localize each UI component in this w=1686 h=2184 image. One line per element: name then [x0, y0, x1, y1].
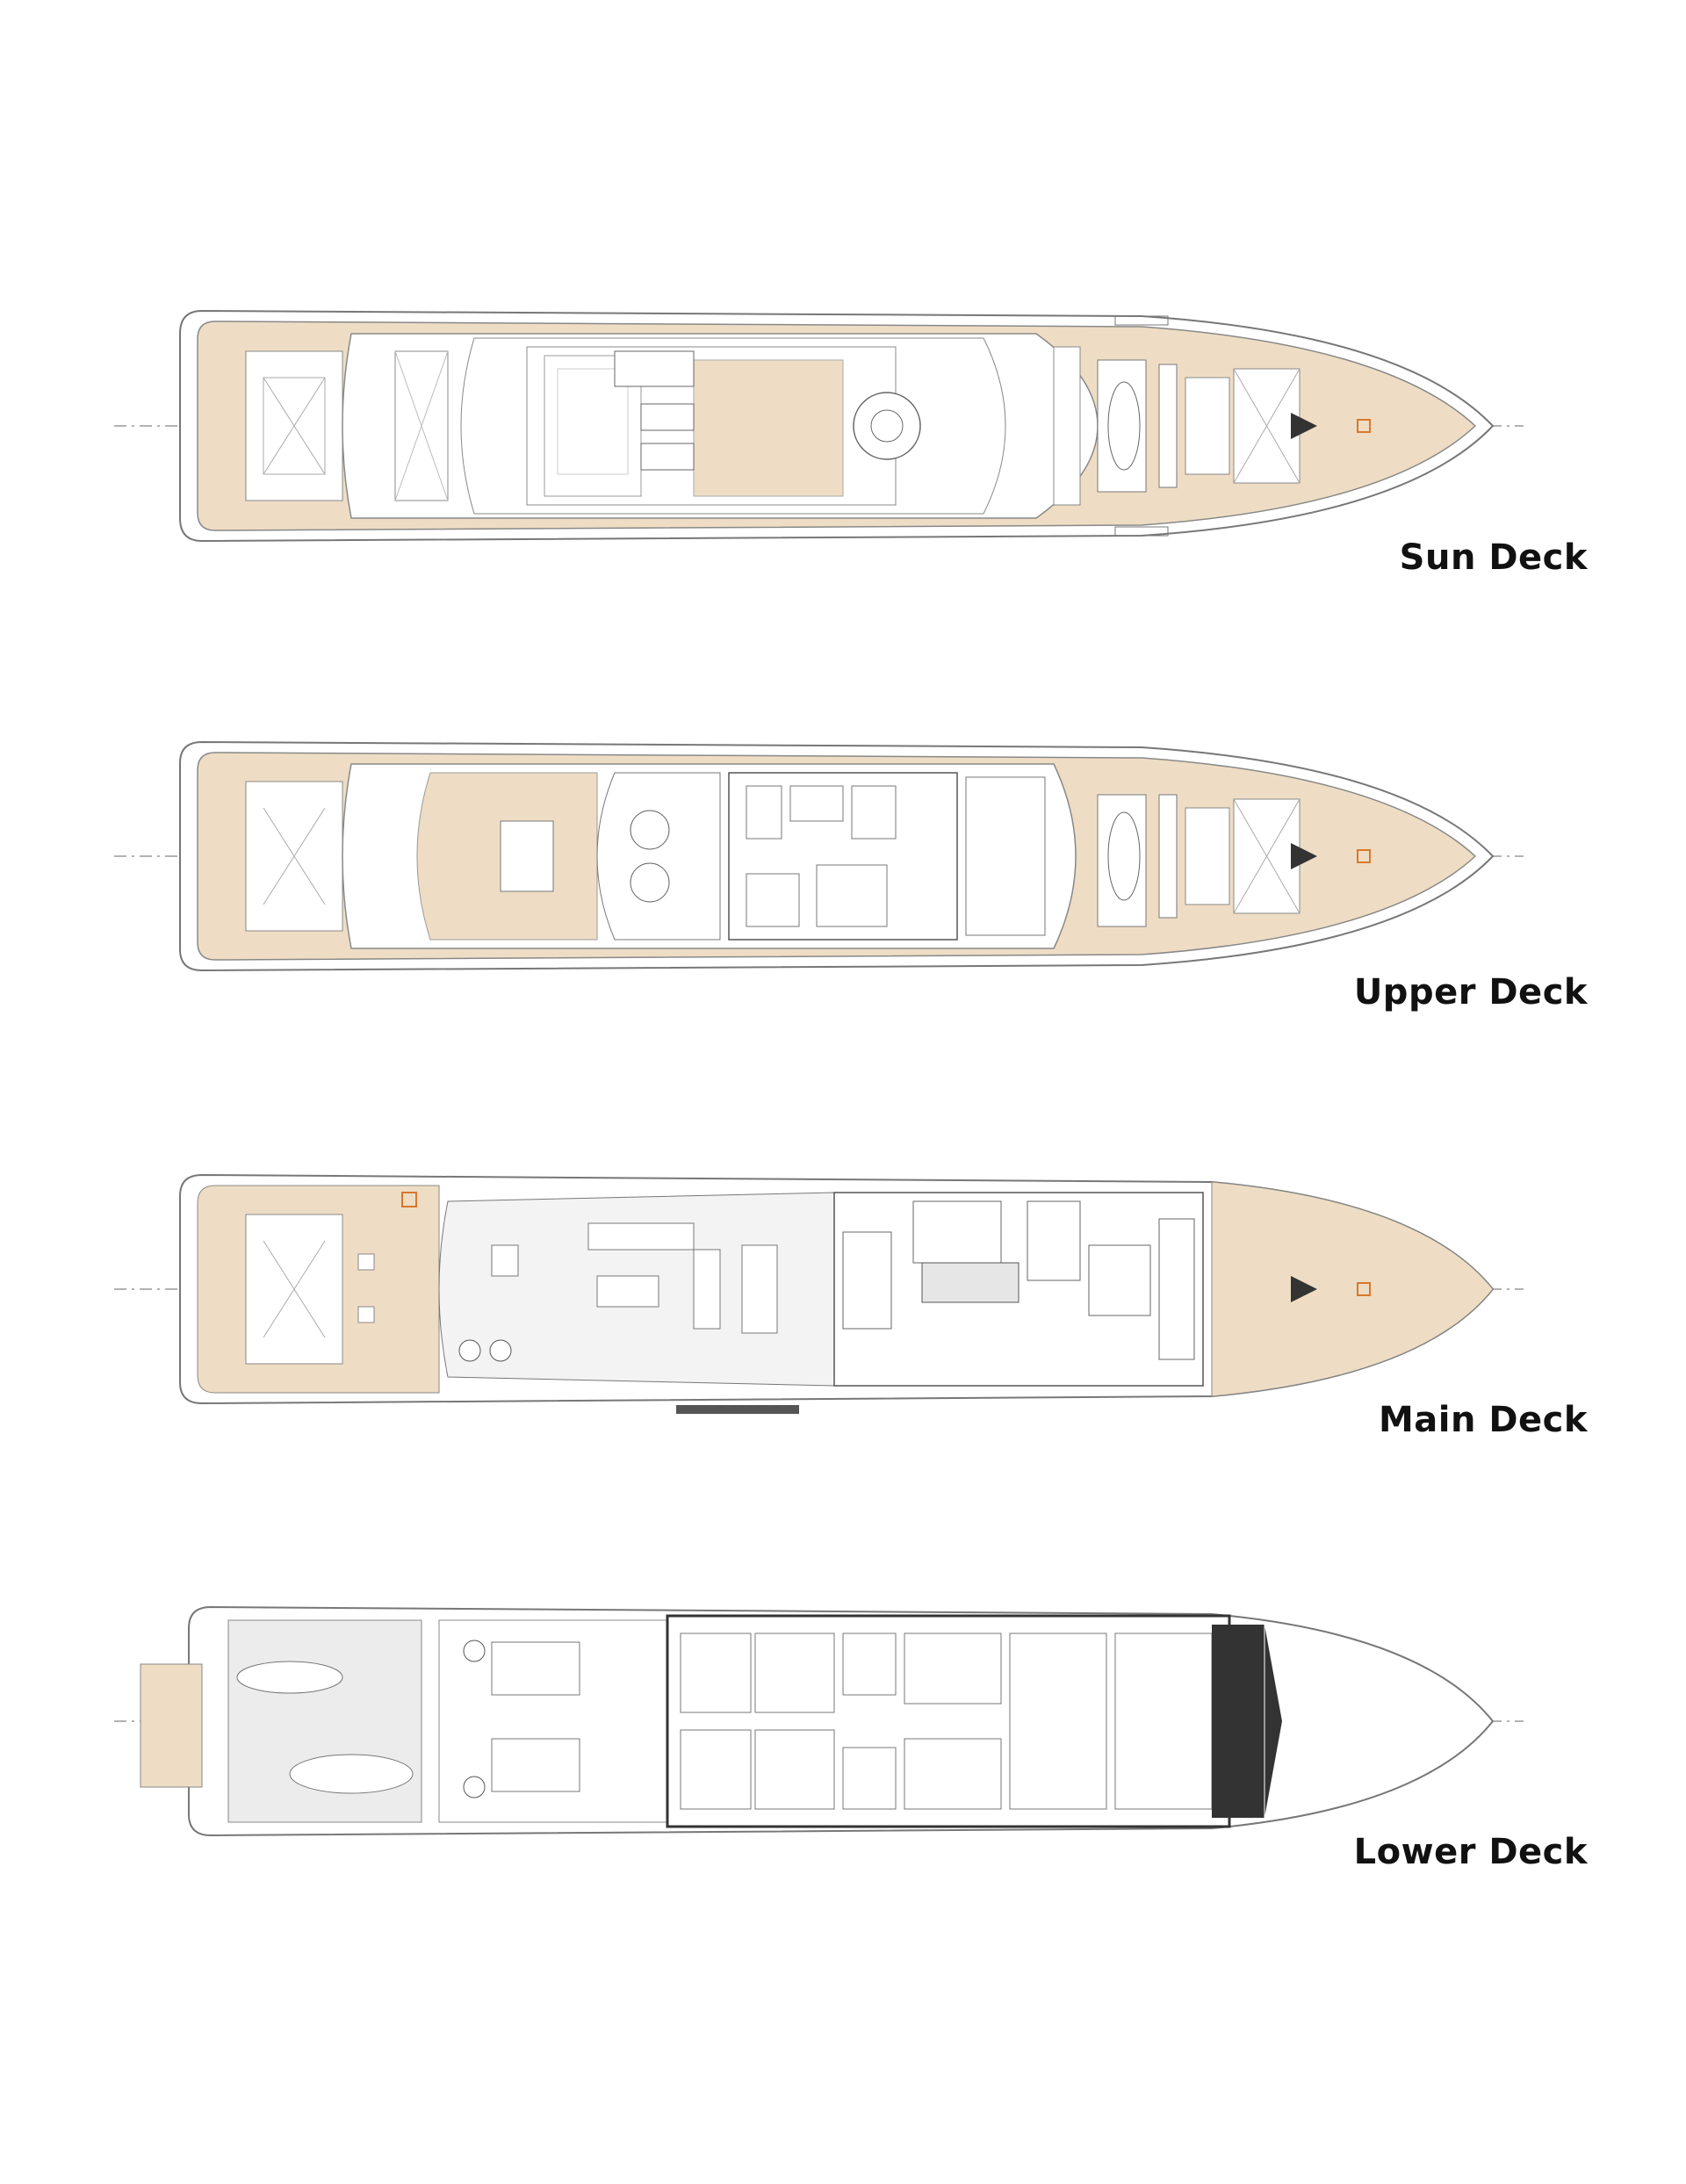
deck-label-upper: Upper Deck [1353, 972, 1588, 1013]
deck-lower: Lower Deck [0, 1598, 1686, 1872]
deck-sun: Sun Deck [0, 299, 1686, 578]
deck-upper: Upper Deck [0, 733, 1686, 1013]
sun-deck-plan [114, 309, 1524, 543]
upper-deck-plan [114, 740, 1524, 972]
deck-label-sun: Sun Deck [1399, 537, 1588, 578]
lower-deck-plan [114, 1605, 1524, 1837]
deck-main: Main Deck [0, 1166, 1686, 1440]
deck-label-lower: Lower Deck [1353, 1832, 1588, 1872]
deck-label-main: Main Deck [1378, 1400, 1588, 1440]
main-deck-plan [114, 1173, 1524, 1414]
